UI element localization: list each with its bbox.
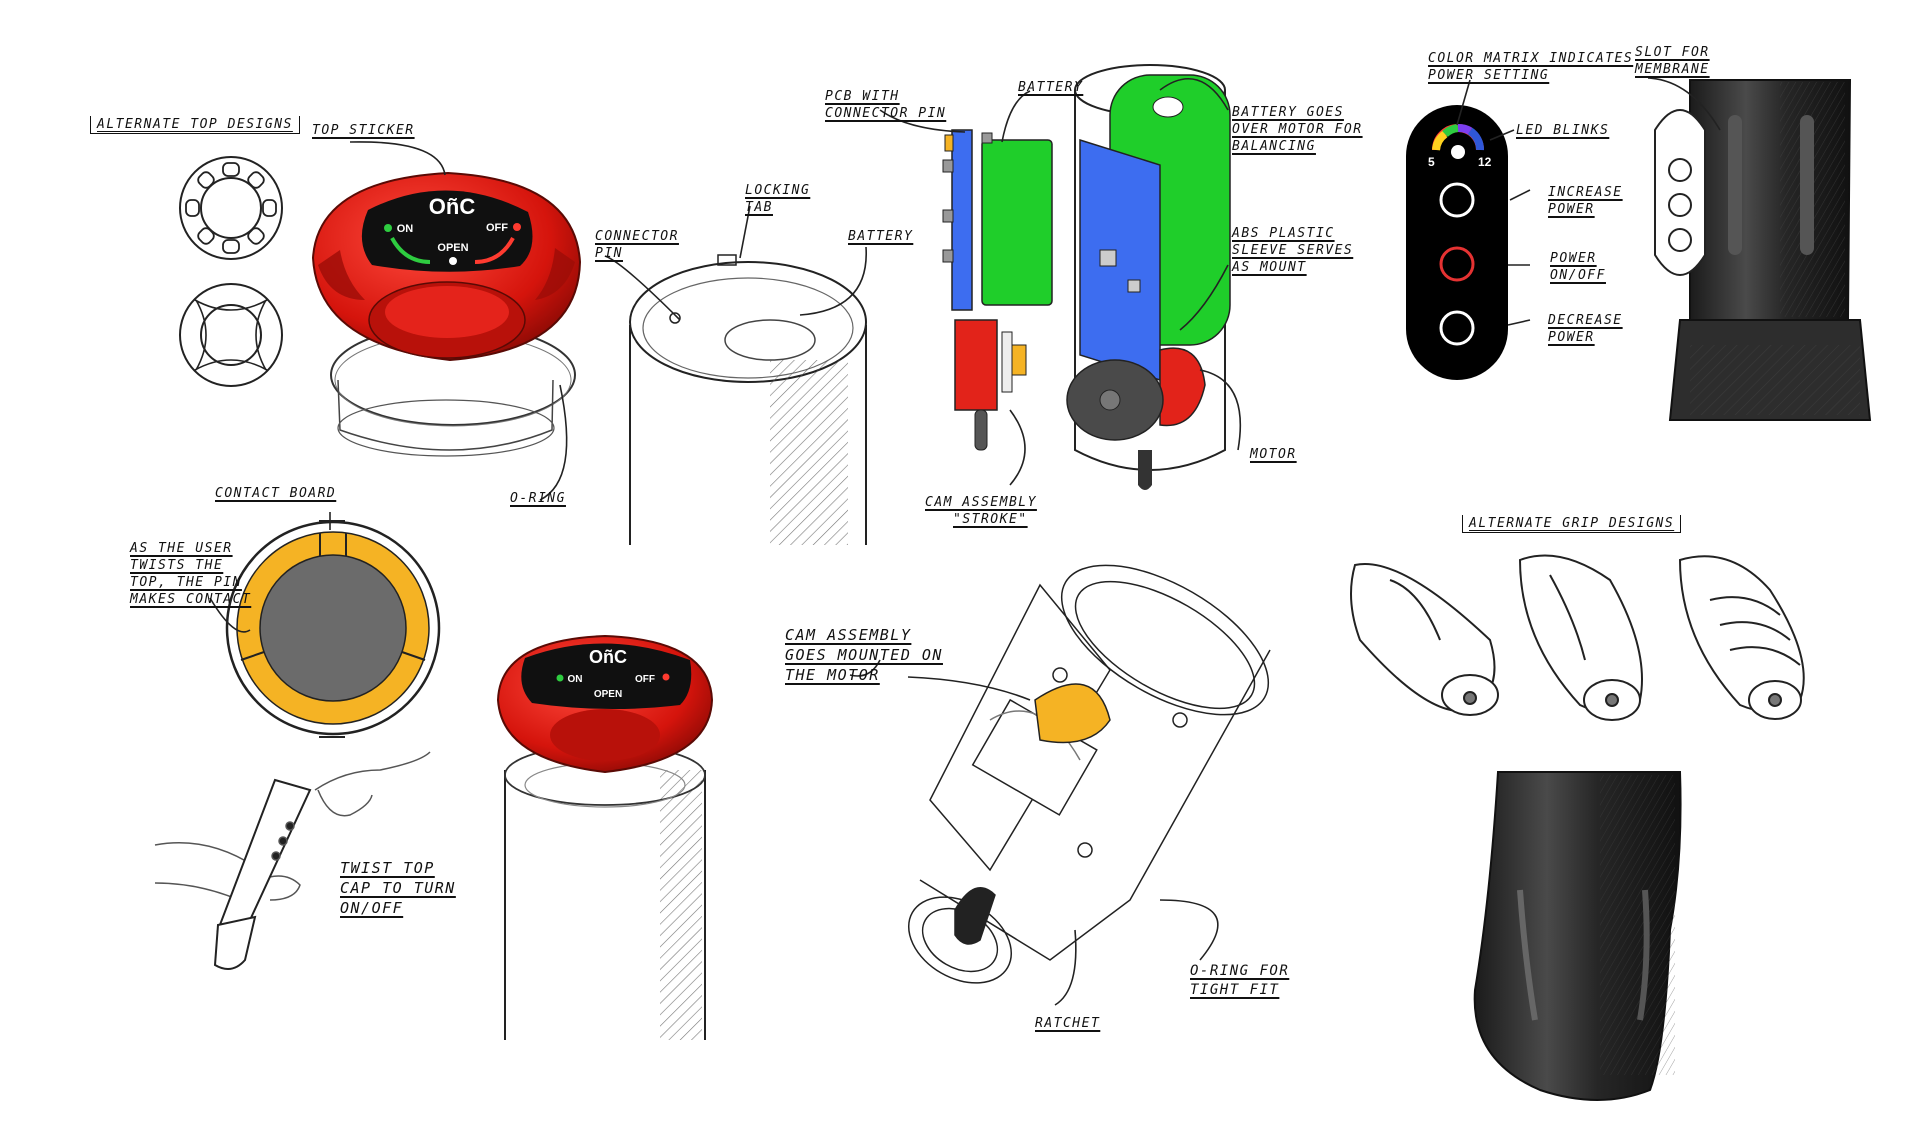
cap-off-label: OFF	[486, 222, 508, 234]
label-abs-sleeve: ABS Plasticsleeve servesas mount	[1232, 226, 1354, 275]
cap-logo: OñC	[429, 194, 476, 219]
control-panel: 5 12	[1406, 105, 1508, 380]
cap-open-label-2: OPEN	[594, 689, 622, 700]
label-o-ring: O-Ring	[510, 491, 566, 506]
power-min-label: 5	[1428, 155, 1435, 169]
body-tube-locking-tab	[629, 254, 867, 545]
label-connector-pin: ConnectorPin	[595, 229, 679, 261]
power-max-label: 12	[1478, 155, 1492, 169]
grip-membrane-slot	[1654, 79, 1872, 421]
cap-logo-2: OñC	[589, 647, 627, 667]
label-battery-goes-over: Battery goesover motor forbalancing	[1232, 105, 1363, 154]
label-contact-board: Contact Board	[215, 486, 337, 501]
alternate-grip-2	[1518, 554, 1643, 721]
label-color-matrix: Color Matrix indicatespower setting	[1428, 51, 1634, 83]
label-motor: Motor	[1250, 447, 1297, 462]
alternate-grip-1	[1350, 563, 1499, 716]
alternate-grip-3	[1678, 555, 1805, 720]
label-led-blinks: LED Blinks	[1516, 123, 1610, 138]
increase-power-button[interactable]	[1439, 182, 1475, 218]
alternate-top-design-1	[179, 156, 283, 260]
label-o-ring-tight: O-Ring fortight fit	[1190, 963, 1290, 998]
contact-board	[225, 520, 441, 738]
label-twist-top: Twist topcap to turnon/off	[340, 859, 456, 917]
cap-on-label-2: ON	[568, 674, 583, 685]
label-ratchet: Ratchet	[1035, 1016, 1101, 1031]
leader-lines	[209, 77, 1721, 1006]
cam-assembly-wireframe	[907, 564, 1271, 984]
large-black-grip	[1473, 771, 1682, 1101]
label-cam-assembly-stroke: Cam Assembly"Stroke"	[925, 495, 1037, 527]
decrease-power-button[interactable]	[1439, 310, 1475, 346]
label-alternate-top-designs: Alternate Top Designs	[90, 116, 300, 134]
label-battery-top: Battery	[1018, 80, 1084, 95]
label-locking-tab: LockingTab	[745, 183, 811, 215]
label-top-sticker: Top Sticker	[312, 123, 415, 138]
power-onoff-button[interactable]	[1439, 246, 1475, 282]
label-alternate-grip-designs: Alternate Grip Designs	[1462, 515, 1682, 533]
pcb-battery-exploded	[942, 129, 1053, 451]
color-matrix-icon	[1432, 124, 1484, 159]
hand-twist-sketch	[154, 751, 431, 970]
cap-on-label: ON	[397, 223, 414, 235]
label-battery-left: Battery	[848, 229, 914, 244]
red-top-cap-exploded: OñC ON OFF OPEN	[311, 171, 582, 457]
label-as-user-twists: As the usertwists thetop, the pinmakes c…	[130, 541, 252, 607]
label-increase-power: IncreasePower	[1548, 185, 1623, 217]
cap-off-label-2: OFF	[635, 674, 655, 685]
label-pcb-connector: PCB withconnector pin	[825, 89, 947, 121]
label-decrease-power: DecreasePower	[1548, 313, 1623, 345]
alternate-top-design-2	[179, 283, 283, 387]
cap-open-label: OPEN	[437, 242, 468, 254]
label-power-onoff: PowerOn/Off	[1550, 251, 1606, 283]
red-cap-assembled: OñC ON OFF OPEN	[496, 634, 714, 1040]
assembled-internals	[1066, 64, 1231, 490]
label-cam-goes-mounted: Cam Assemblygoes mounted onthe motor	[785, 626, 943, 684]
label-slot-membrane: Slot forMembrane	[1635, 45, 1710, 77]
